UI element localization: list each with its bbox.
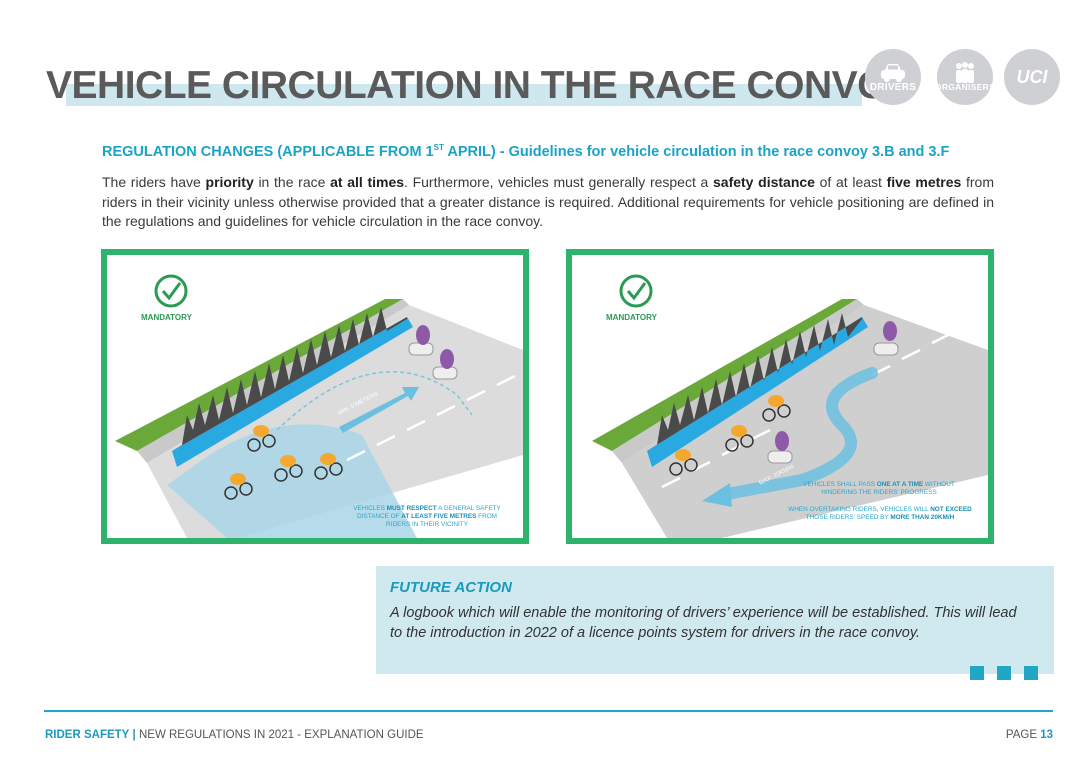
page-number: PAGE 13 <box>1006 729 1053 741</box>
caption-text: VEHICLES <box>353 505 387 512</box>
intro-bold: at all times <box>330 174 405 190</box>
intro-bold: five metres <box>886 174 962 190</box>
overtaking-arrow <box>716 367 878 501</box>
section-subtitle: REGULATION CHANGES (APPLICABLE FROM 1ST … <box>102 143 949 160</box>
motorbike-icon <box>767 431 793 464</box>
panel-caption-speed: WHEN OVERTAKING RIDERS, VEHICLES WILL NO… <box>782 506 978 522</box>
motorbike-icon <box>432 349 458 380</box>
decorative-square <box>1024 666 1038 680</box>
direction-arrow <box>339 387 419 433</box>
illustration-panel-safety-distance: MIN. 5 METERS MANDATORY VEHICLES MUST RE… <box>101 249 529 544</box>
motorbike-icon <box>408 325 434 356</box>
future-action-title: FUTURE ACTION <box>390 579 512 596</box>
caption-bold: MUST RESPECT <box>386 505 437 512</box>
grass-verge <box>115 299 403 451</box>
cyclist-icon <box>314 453 343 480</box>
badge-label-organisers: ORGANISERS <box>934 82 996 92</box>
cyclist-icon <box>762 395 791 422</box>
intro-bold: safety distance <box>713 174 815 190</box>
barrier <box>647 317 868 467</box>
mandatory-label: MANDATORY <box>606 313 657 322</box>
caption-text: WITHOUT HINDERING THE RIDERS' PROGRESS <box>821 481 955 496</box>
footer-separator: | <box>132 729 136 741</box>
caption-text: A GENERAL SAFETY DISTANCE OF <box>356 505 501 520</box>
panel-caption: VEHICLES MUST RESPECT A GENERAL SAFETY D… <box>347 505 507 529</box>
people-icon <box>956 62 974 83</box>
uci-logo-icon: UCI <box>1016 66 1048 87</box>
check-icon <box>619 274 653 308</box>
road-illustration: MIN. 5 METERS <box>115 274 523 538</box>
intro-text: of at least <box>814 174 887 190</box>
footer-left: RIDER SAFETY | NEW REGULATIONS IN 2021 -… <box>45 729 424 741</box>
road-illustration: MAX. 20KM/H <box>592 274 988 538</box>
motorbike-icon <box>873 321 899 356</box>
spectators <box>647 313 862 451</box>
cyclist-icon <box>224 473 253 500</box>
caption-bold: NOT EXCEED <box>930 506 972 513</box>
page-number-value: 13 <box>1040 729 1053 741</box>
barrier <box>172 317 413 467</box>
subtitle-superscript: ST <box>433 143 444 152</box>
cyclist-icon <box>274 455 303 482</box>
road <box>622 305 988 538</box>
intro-paragraph: The riders have priority in the race at … <box>102 173 994 232</box>
footer-section: RIDER SAFETY <box>45 729 130 741</box>
cyclist-icon <box>669 449 698 476</box>
drivers-badge: DRIVERS <box>865 49 921 105</box>
spectators <box>172 307 407 451</box>
caption-text: VEHICLES SHALL PASS <box>803 481 877 488</box>
intro-text: from riders in their vicinity unless oth… <box>102 174 994 229</box>
intro-text: The riders have <box>102 174 206 190</box>
safety-zone <box>167 424 417 538</box>
panel-caption-pass: VEHICLES SHALL PASS ONE AT A TIME WITHOU… <box>794 481 964 497</box>
uci-badge: UCI <box>1004 49 1060 105</box>
caption-text: FROM RIDERS IN THEIR VICINITY <box>386 513 497 528</box>
organisers-badge: ORGANISERS <box>934 49 996 105</box>
page-label: PAGE <box>1005 729 1037 741</box>
subtitle-part: REGULATION CHANGES (APPLICABLE FROM 1 <box>102 143 434 160</box>
intro-bold: priority <box>205 174 254 190</box>
caption-text: THOSE RIDERS' SPEED BY <box>805 514 891 521</box>
mandatory-label: MANDATORY <box>141 313 192 322</box>
page-title: VEHICLE CIRCULATION IN THE RACE CONVOY <box>46 64 913 107</box>
caption-text: WHEN OVERTAKING RIDERS, VEHICLES WILL <box>788 506 931 513</box>
badge-label-drivers: DRIVERS <box>869 81 917 93</box>
caption-bold: AT LEAST FIVE METRES <box>401 513 477 520</box>
caption-bold: MORE THAN 20KM/H <box>890 514 955 521</box>
decorative-square <box>970 666 984 680</box>
title-highlight-bar <box>66 84 862 106</box>
caption-bold: ONE AT A TIME <box>876 481 924 488</box>
lane-markings <box>346 374 516 462</box>
footer-divider <box>44 710 1053 712</box>
future-action-box: FUTURE ACTION A logbook which will enabl… <box>376 566 1054 674</box>
distance-curve <box>276 371 473 431</box>
footer-guide: NEW REGULATIONS IN 2021 - EXPLANATION GU… <box>138 729 424 741</box>
subtitle-part: APRIL) - Guidelines for vehicle circulat… <box>443 143 950 160</box>
future-action-text: A logbook which will enable the monitori… <box>390 605 1017 641</box>
decorative-square <box>997 666 1011 680</box>
cyclist-icon <box>247 425 276 452</box>
check-icon <box>154 274 188 308</box>
intro-text: in the race <box>253 174 331 190</box>
arrow-head <box>702 483 732 507</box>
cyclist-icon <box>725 425 754 452</box>
car-icon <box>881 63 905 82</box>
grass-verge <box>592 299 857 451</box>
intro-text: . Furthermore, vehicles must generally r… <box>404 174 713 190</box>
illustration-panel-overtaking: MAX. 20KM/H MANDATORY VEHICLES SHALL PAS… <box>566 249 994 544</box>
